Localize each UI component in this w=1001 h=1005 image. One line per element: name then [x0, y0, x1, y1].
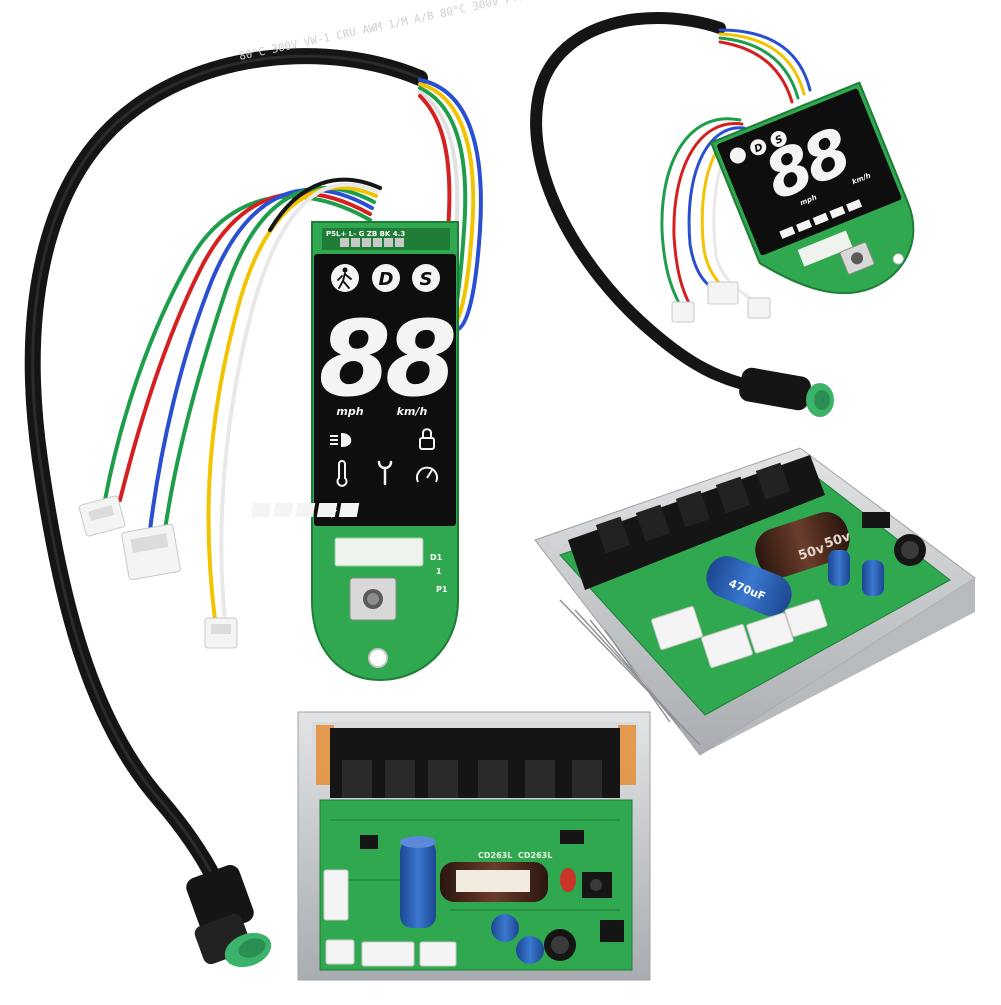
controller-flat-connectors — [323, 869, 457, 967]
wire-connector-small-2 — [121, 523, 181, 581]
pcb-header-label: P5L+ L- G ZB BK 4.3 — [326, 230, 405, 238]
mode-s-label: S — [420, 269, 433, 290]
capacitor-brown-flat — [440, 862, 548, 902]
small-components — [360, 830, 624, 964]
walk-mode-icon — [331, 264, 359, 292]
push-button[interactable] — [349, 577, 397, 621]
wire-connector-small-1 — [78, 495, 126, 537]
wrench-icon — [377, 460, 393, 486]
pcb-header-pins — [340, 238, 404, 247]
capacitor-blue-flat — [400, 836, 436, 928]
pcb-mark-d1: D1 — [430, 553, 443, 562]
lock-icon — [419, 428, 435, 450]
thermometer-icon — [336, 460, 348, 487]
unit-kmh: km/h — [397, 405, 428, 418]
battery-icon — [250, 503, 360, 519]
small-battery-bars — [779, 199, 863, 239]
headlight-icon — [330, 432, 352, 448]
capacitor-brown: 50v 50v — [755, 512, 853, 578]
main-cable-connector — [186, 865, 272, 968]
heatsink-fins — [559, 599, 701, 746]
capacitor-blue-angled: 470uF — [706, 556, 792, 616]
small-mode-d: D — [753, 142, 765, 155]
mounting-hole — [368, 648, 388, 668]
controller-flat: CD263L CD263L — [297, 711, 651, 981]
mode-s-badge: S — [412, 264, 440, 292]
pcb-mark-p1: P1 — [436, 585, 448, 594]
mosfet-row — [568, 455, 825, 590]
controller-angled: 50v 50v 470uF — [534, 447, 976, 756]
speedometer-warning-icon — [416, 466, 438, 483]
chip-label-2: CD263L — [518, 851, 552, 860]
mode-d-badge: D — [372, 264, 400, 292]
small-mode-s: S — [774, 134, 785, 147]
wire-connector-small-3 — [204, 617, 238, 649]
small-walk-icon — [729, 147, 746, 164]
unit-mph: mph — [336, 405, 363, 418]
mosfet-rail — [330, 728, 620, 798]
mode-d-label: D — [379, 269, 394, 290]
dashboard-board-small: D S 88 mph km/h — [530, 12, 915, 417]
chip-label-1: CD263L — [478, 851, 512, 860]
dashboard-wires — [103, 78, 483, 622]
dashboard-board-large: P5L+ L- G ZB BK 4.3 D S 88 mph km/h — [250, 221, 460, 682]
small-capacitors — [828, 512, 926, 596]
controller-connectors — [651, 599, 828, 668]
pcb-mark-1: 1 — [436, 567, 442, 576]
speed-digits: 88 — [319, 298, 454, 420]
